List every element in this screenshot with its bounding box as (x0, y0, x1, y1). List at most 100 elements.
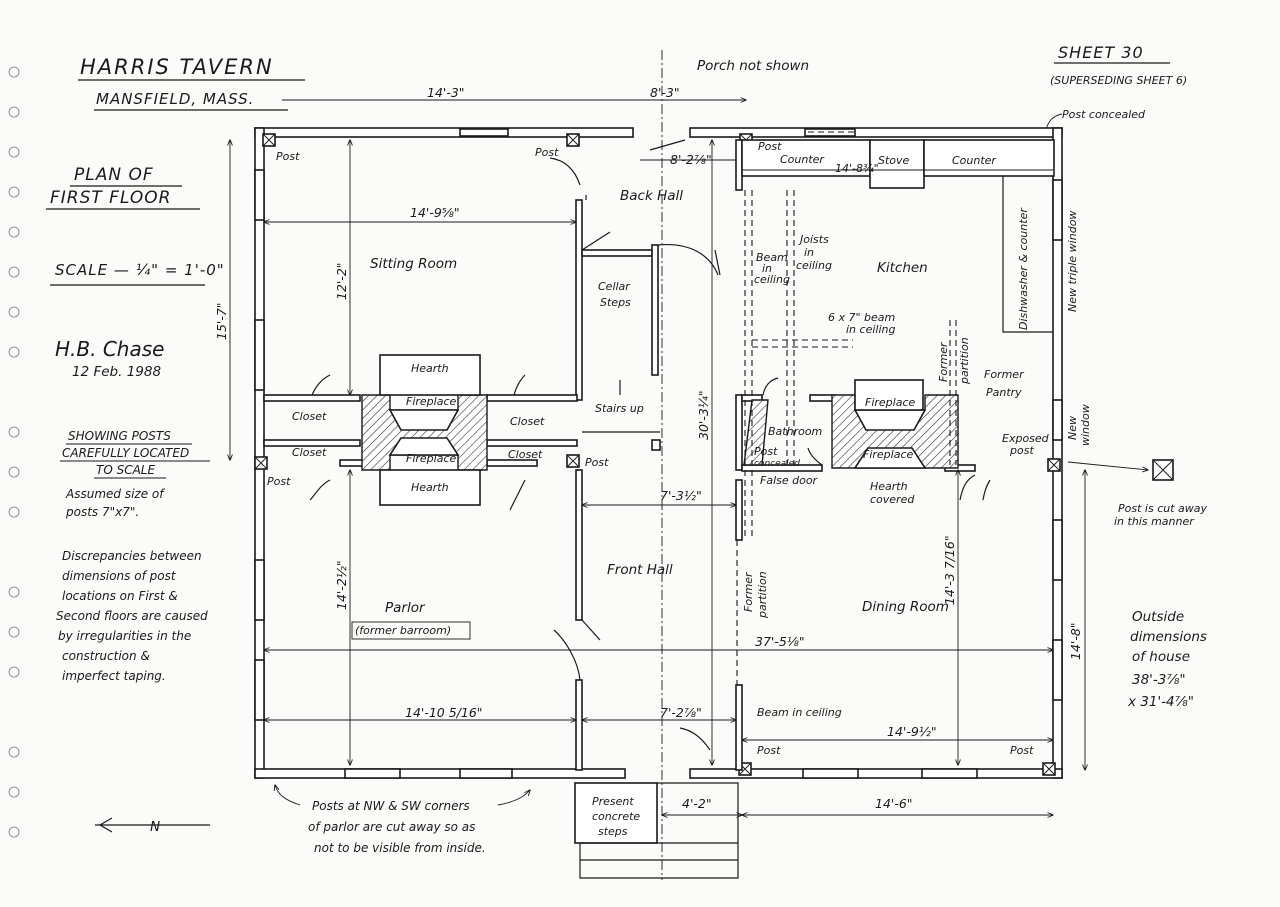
label-exposed-1: Exposed (1002, 432, 1050, 445)
posts (254, 133, 1061, 776)
label-post-w-mid: Post (267, 475, 291, 488)
sheet-block: SHEET 30 (SUPERSEDING SHEET 6) Post conc… (1045, 43, 1187, 131)
dim-sitting-width: 14'-9⅝" (410, 205, 460, 220)
plan-label: PLAN OF (74, 165, 154, 185)
label-hearth-s: Hearth (411, 481, 449, 494)
note-assumed-2: posts 7"x7". (65, 505, 139, 519)
dim-dining-width: 14'-9½" (887, 724, 937, 739)
fireplaces (361, 354, 959, 506)
label-fireplace-dining: Fireplace (863, 448, 914, 461)
label-joists-3: ceiling (796, 259, 832, 272)
label-beam67-1: 6 x 7" beam (828, 311, 895, 324)
note-disc-3: Second floors are caused (56, 609, 208, 623)
note-steps-0: Present (592, 795, 634, 808)
room-back-hall: Back Hall (620, 188, 683, 204)
room-parlor-former: (former barroom) (355, 624, 451, 637)
dim-east-south: 14'-8" (1068, 622, 1083, 660)
label-beam-1: Beam (756, 251, 788, 264)
stair-marks (582, 195, 661, 451)
note-outside-0: Outside (1132, 609, 1184, 625)
label-post-se: Post (1010, 744, 1034, 757)
label-false-door: False door (760, 474, 819, 487)
dim-north-left: 14'-3" (427, 85, 465, 100)
note-cutaway-1: Post is cut away (1118, 502, 1207, 515)
note-post-concealed: Post concealed (1062, 108, 1146, 121)
note-outside-2: of house (1132, 649, 1190, 665)
label-new-window-1: New (1066, 416, 1079, 440)
room-stairs-up: Stairs up (595, 402, 644, 415)
room-closet-se: Closet (508, 448, 543, 461)
room-cellar-1: Cellar (598, 280, 631, 293)
label-hearth-n: Hearth (411, 362, 449, 375)
note-disc-5: construction & (62, 649, 150, 663)
label-beam-3: ceiling (754, 273, 790, 286)
label-dishwasher: Dishwasher & counter (1017, 207, 1030, 330)
dim-hall-width: 7'-2⅞" (660, 705, 702, 720)
note-disc-4: by irregularities in the (58, 629, 191, 643)
note-assumed-1: Assumed size of (65, 487, 165, 501)
label-former-partition-h-1: Former (742, 571, 755, 612)
binder-holes (8, 66, 20, 838)
label-joists-1: Joists (798, 233, 829, 246)
note-bottom-0: Posts at NW & SW corners (312, 799, 470, 813)
dim-front-hall: 7'-3½" (660, 488, 702, 503)
exterior-walls (254, 127, 1063, 779)
sheet-superseding: (SUPERSEDING SHEET 6) (1050, 74, 1187, 87)
label-post-concealed-1: Post (754, 445, 778, 458)
dim-steps-offset: 4'-2" (682, 796, 712, 811)
note-bottom-1: of parlor are cut away so as (308, 820, 475, 834)
label-stove: Stove (878, 154, 910, 167)
dim-west-north: 15'-7" (214, 302, 229, 340)
north-arrow-label: N (150, 819, 160, 835)
dim-parlor-width: 14'-10 5/16" (405, 705, 483, 720)
room-closet-nw: Closet (292, 410, 327, 423)
label-post-center: Post (585, 456, 609, 469)
dim-back-hall: 8'-2⅞" (670, 152, 712, 167)
note-showing-3: TO SCALE (96, 463, 155, 477)
author-signature: H.B. Chase (55, 337, 164, 361)
dashed-lines (661, 50, 957, 880)
room-sitting: Sitting Room (370, 256, 457, 272)
right-notes: Post is cut away in this manner Outside … (150, 502, 1207, 855)
label-post-s-dining: Post (757, 744, 781, 757)
label-new-window-2: window (1079, 404, 1092, 446)
post-cutaway-detail (1067, 459, 1174, 481)
note-showing-1: SHOWING POSTS (68, 429, 171, 443)
room-labels: Sitting Room Back Hall Cellar Steps Stai… (267, 140, 1092, 757)
label-counter-1: Counter (780, 153, 825, 166)
note-disc-2: locations on First & (62, 589, 178, 603)
room-closet-sw: Closet (292, 446, 327, 459)
title-block: HARRIS TAVERN MANSFIELD, MASS. PLAN OF F… (46, 55, 305, 380)
sheet-number: SHEET 30 (1058, 43, 1144, 62)
note-disc-1: dimensions of post (62, 569, 177, 583)
plan-label-2: FIRST FLOOR (50, 188, 171, 208)
label-post-n-mid: Post (535, 146, 559, 159)
label-fireplace-kitchen: Fireplace (865, 396, 916, 409)
label-former-partition-h-2: partition (756, 571, 769, 619)
drawing-date: 12 Feb. 1988 (72, 364, 161, 380)
note-bottom-2: not to be visible from inside. (314, 841, 486, 855)
label-former-partition-k-1: Former (937, 341, 950, 382)
label-post-concealed-2: concealed (754, 459, 800, 469)
label-former-partition-k-2: partition (958, 337, 971, 385)
label-hearth-covered-1: Hearth (870, 480, 908, 493)
scale-label: SCALE — ¼" = 1'-0" (55, 261, 225, 279)
note-steps-2: steps (598, 825, 628, 838)
title-name: HARRIS TAVERN (80, 55, 274, 79)
dim-hall-depth: 30'-3¼" (696, 390, 711, 440)
label-post-nw: Post (276, 150, 300, 163)
label-former-pantry-2: Pantry (986, 386, 1022, 399)
note-showing-2: CAREFULLY LOCATED (62, 446, 189, 460)
room-bathroom: Bathroom (768, 425, 822, 438)
dim-total-width: 37'-5⅛" (755, 634, 805, 649)
label-counter-2: Counter (952, 154, 997, 167)
title-location: MANSFIELD, MASS. (96, 90, 254, 108)
dim-south-right: 14'-6" (875, 796, 913, 811)
front-steps (574, 782, 739, 879)
room-front-hall: Front Hall (607, 562, 673, 578)
dim-parlor-depth: 14'-2½" (334, 560, 349, 610)
dimension-lines (230, 100, 1085, 815)
dim-dining-depth: 14'-3 7/16" (942, 535, 957, 605)
